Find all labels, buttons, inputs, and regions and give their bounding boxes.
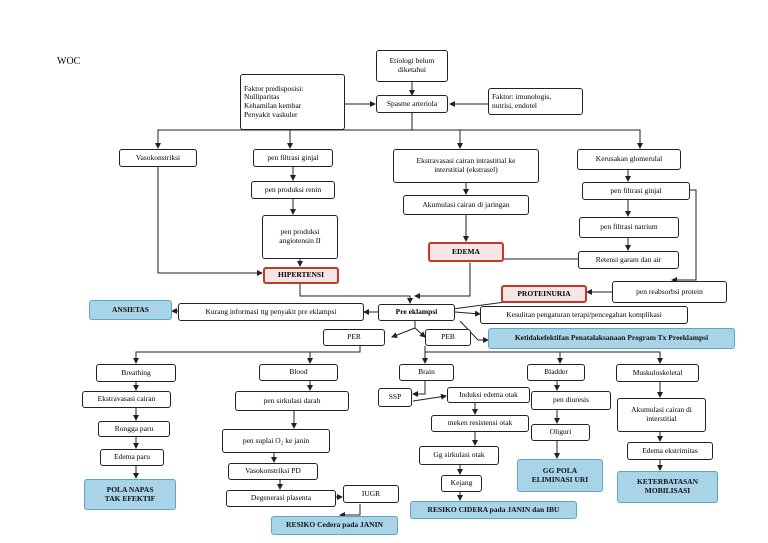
- suplai-o2-box: pen suplai O₂ ke janin: [222, 429, 330, 453]
- vasokonstriksi-box: Vasokonstriksi: [119, 149, 197, 167]
- kesulitan-box: Kesulitan pengaturan terapi/pencegahan k…: [480, 306, 688, 324]
- imunologis-box: Faktor: imunologis, nutrisi, endotel: [488, 88, 583, 115]
- hipertensi-box: HIPERTENSI: [263, 267, 339, 284]
- oliguri-box: Oliguri: [531, 424, 590, 441]
- reabsorbsi-box: pen reabsorbsi protein: [612, 281, 727, 303]
- degenerasi-box: Degenerasi plasenta: [226, 490, 336, 507]
- diuresis-box: pen diuresis: [531, 391, 611, 410]
- kurang-info-box: Kurang informasi ttg penyakit pre eklamp…: [178, 303, 364, 321]
- retensi-box: Retensi garam dan air: [578, 251, 679, 269]
- edema-box: EDEMA: [428, 242, 504, 262]
- ekstravasasi-cairan-box: Ekstravasasi cairan: [82, 391, 171, 408]
- akumulasi-box: Akumulasi cairan di jaringan: [403, 195, 529, 215]
- predisposisi-box: Faktor predisposisi: Nulliparitas Kehami…: [240, 74, 345, 130]
- akumulasi-interstitial-box: Akumulasi cairan di interstitial: [617, 398, 706, 432]
- ansietas-box: ANSIETAS: [89, 300, 172, 320]
- angiotensin-box: pen produksi angiotensin II: [262, 215, 338, 259]
- resistensi-box: meken resistensi otak: [431, 415, 529, 432]
- gg-sirkulasi-box: Gg sirkulasi otak: [419, 446, 499, 465]
- induksi-box: Induksi edema otak: [447, 387, 530, 403]
- gg-pola-box: GG POLA ELIMINASI URI: [517, 459, 603, 492]
- bladder-box: Bladder: [527, 364, 585, 381]
- kerusakan-box: Kerusakan glomerulal: [577, 149, 681, 170]
- vasokonstriksi-pd-box: Vasokonstriksi PD: [228, 463, 318, 480]
- filtrasi-natrium-box: pen filtrasi natrium: [579, 217, 679, 238]
- proteinuria-box: PROTEINURIA: [501, 285, 587, 303]
- rongga-paru-box: Rongga paru: [98, 421, 170, 437]
- peb-box: PEB: [425, 329, 471, 346]
- musculoskeletal-box: Muskuloskeletal: [616, 364, 699, 382]
- blood-box: Blood: [259, 364, 338, 381]
- per-box: PER: [323, 329, 385, 346]
- edema-ekstremitas-box: Edema ekstrimitas: [627, 442, 713, 460]
- resiko-janin-box: RESIKO Cedera pada JANIN: [271, 516, 398, 535]
- keterbatasan-box: KETERBATASAN MOBILISASI: [617, 471, 718, 503]
- etiologi-box: Etiologi belum diketahui: [376, 50, 448, 82]
- brain-box: Brain: [399, 364, 454, 381]
- kejang-box: Kejang: [441, 475, 482, 492]
- resiko-janin-ibu-box: RESIKO CIDERA pada JANIN dan IBU: [410, 501, 577, 519]
- edema-paru-box: Edema paru: [100, 449, 164, 466]
- filtrasi-ginjal-2-box: pen filtrasi ginjal: [582, 182, 690, 200]
- renin-box: pen produksi renin: [251, 181, 335, 199]
- ketidakefektifan-box: Ketidakefektifan Penatalaksanaan Program…: [488, 328, 735, 349]
- iugr-box: IUGR: [343, 485, 399, 503]
- ekstravasasi-box: Ekstravasasi cairan intrastitial ke inte…: [393, 149, 539, 183]
- sirkulasi-darah-box: pen sirkulasi darah: [235, 391, 349, 411]
- pola-napas-box: POLA NAPAS TAK EFEKTIF: [84, 479, 176, 510]
- pre-eklampsi-box: Pre eklampsi: [378, 304, 455, 321]
- breathing-box: Breathing: [96, 364, 176, 382]
- spasme-box: Spasme arteriola: [376, 95, 448, 113]
- diagram-title: WOC: [57, 56, 81, 67]
- ssp-box: SSP: [378, 388, 412, 407]
- filtrasi-ginjal-box: pen filtrasi ginjal: [253, 149, 333, 167]
